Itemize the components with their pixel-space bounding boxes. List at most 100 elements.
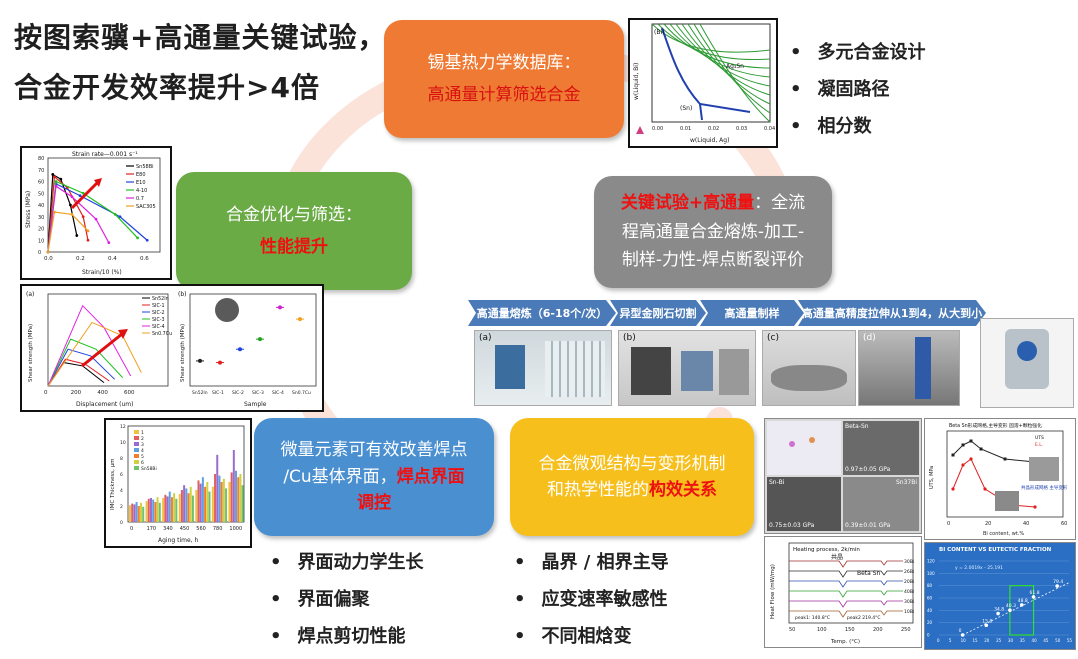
y-axis-label: IMC Thickness, μm [110, 459, 116, 511]
series-line-SAC305 [47, 211, 89, 253]
bar [154, 502, 157, 522]
micro-label: Beta-Sn [845, 423, 869, 430]
data-point [960, 633, 965, 637]
legend-label: Sn52In [152, 296, 169, 302]
legend-label: SIC-1 [152, 303, 165, 309]
data-point [951, 453, 955, 457]
x-tick-label: 0 [44, 390, 48, 396]
data-point [53, 210, 56, 214]
data-point [983, 487, 987, 491]
bar [178, 494, 181, 522]
y-tick-label: 10 [120, 440, 126, 446]
key-box-emphasis: 关键试验+高通量 [620, 192, 755, 213]
chart-title: Strain rate—0.001 s⁻¹ [72, 151, 138, 158]
bullet-item: 相分数 [790, 112, 926, 138]
micrograph-2: Sn-Bi 0.75±0.03 GPa [767, 477, 841, 531]
bar [131, 503, 134, 522]
series-label: 30Bi [904, 559, 914, 565]
data-label: 48.8 [1018, 598, 1028, 604]
bar [166, 496, 169, 522]
bullets-bottom-mid: 晶界 / 相界主导 应变速率敏感性 不同相焓变 [514, 548, 669, 659]
legend-label: UTS [1035, 435, 1044, 441]
bar [140, 502, 142, 522]
legend-label: E80 [136, 172, 146, 178]
data-point [75, 234, 79, 237]
legend-swatch [134, 430, 139, 434]
micro-label: 0.39±0.01 GPa [845, 522, 891, 529]
phase-xlabel: w(Liquid, Ag) [690, 137, 729, 144]
chart-title: Heating process, 2k/min [793, 547, 860, 553]
y-axis-label: Stress (MPa) [25, 191, 32, 228]
x-tick-label: 170 [147, 526, 157, 532]
series-line-SIC-3 [47, 338, 124, 387]
phase-contour [693, 23, 771, 114]
bar [173, 493, 176, 522]
phase-label-sn: (Sn) [680, 105, 692, 112]
panel-label: (a) [26, 291, 34, 298]
x-tick-label: 40 [1032, 638, 1038, 643]
data-label: 15.8 [982, 618, 992, 624]
data-point [54, 180, 58, 183]
page-title-line2: 合金开发效率提升>4倍 [14, 71, 320, 104]
bar [137, 506, 140, 522]
data-point [984, 623, 989, 628]
annotation: peak1: 140.8°C [795, 615, 830, 621]
y-tick-label: 60 [927, 596, 933, 601]
bar [156, 497, 159, 522]
x-axis-label: Aging time, h [158, 537, 198, 544]
micro-box-line3: 调控 [357, 493, 391, 514]
legend-label: 6 [141, 460, 144, 466]
y-axis-label: Shear strength (MPa) [180, 324, 186, 382]
data-point [969, 457, 973, 461]
phase-xtick: 0.00 [652, 126, 663, 132]
series-line-E10 [47, 182, 148, 253]
x-tick-label: 0 [937, 638, 940, 643]
micrograph-3: Sn37Bi 0.39±0.01 GPa [843, 477, 919, 531]
dsc-chart: Heating process, 2k/min30Bi26Bi20Bi40Bi3… [770, 542, 914, 645]
data-point [70, 213, 74, 216]
x-tick-label: 10 [961, 638, 967, 643]
x-tick-label: 45 [1043, 638, 1049, 643]
bar [129, 505, 131, 522]
x-tick-label: 200 [873, 627, 883, 633]
micrograph-panel: Beta-Sn 0.97±0.05 GPa Sn-Bi 0.75±0.03 GP… [764, 418, 922, 534]
y-tick-label: 40 [38, 203, 44, 209]
x-axis-label: Temp. (°C) [830, 639, 860, 645]
micro-label: 0.97±0.05 GPa [845, 466, 891, 473]
y-axis-label: Shear strength (MPa) [28, 324, 34, 382]
legend-label: 1 [141, 430, 144, 436]
series-line-0.7 [47, 185, 110, 253]
dsc-curve [789, 560, 903, 568]
bar [220, 482, 223, 522]
bar [239, 474, 242, 522]
bullet-item: 界面动力学生长 [270, 548, 424, 574]
phase-contour [669, 23, 771, 78]
y-tick-label: 10 [38, 238, 44, 244]
series-label: 26Bi [904, 569, 914, 575]
bullet-item: 晶界 / 相界主导 [514, 548, 669, 574]
key-experiment-box: 关键试验+高通量：全流 程高通量合金熔炼-加工- 制样-力性-焊点断裂评价 [594, 176, 832, 288]
y-tick-label: 120 [927, 559, 935, 564]
plot-frame [47, 157, 161, 253]
y-tick-label: 80 [927, 583, 933, 588]
bar [197, 480, 200, 522]
bar [195, 490, 198, 522]
bar [164, 494, 167, 522]
bar [214, 474, 217, 522]
series-line-SIC-4 [47, 304, 132, 387]
trend-arrow-head [94, 178, 102, 187]
data-point [136, 236, 139, 240]
bar [204, 486, 207, 522]
plot-frame [788, 542, 914, 624]
legend-swatch [134, 460, 139, 464]
logo-icon [636, 126, 644, 134]
tensile-machine-photo [980, 318, 1074, 408]
x-tick-label: 50 [1055, 638, 1061, 643]
data-point [70, 195, 74, 199]
bar [133, 504, 136, 522]
micrograph-1: Beta-Sn 0.97±0.05 GPa [843, 421, 919, 475]
data-point [1008, 608, 1012, 612]
y-tick-label: 0 [927, 633, 930, 638]
